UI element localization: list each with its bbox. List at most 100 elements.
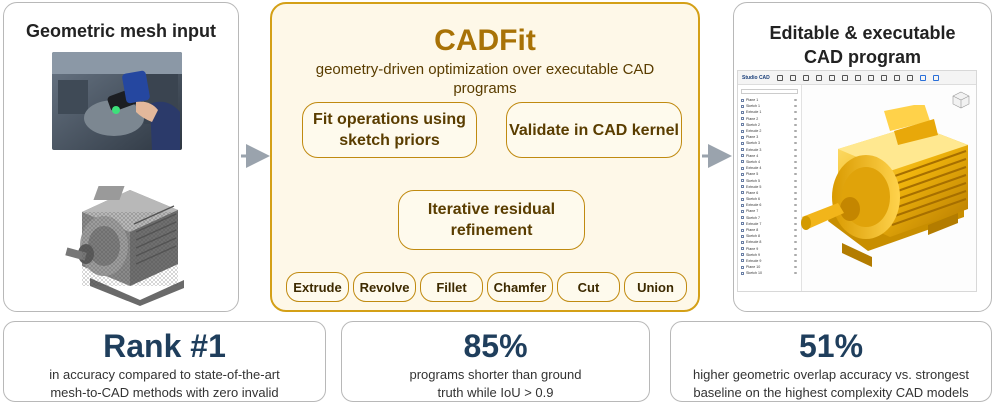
feature-tree-item[interactable]: Plane 8 [738, 227, 801, 233]
feature-tree-label: Sketch 5 [746, 178, 760, 183]
feature-tree-item[interactable]: Plane 7 [738, 208, 801, 214]
feature-tree-item[interactable]: Extrude 7 [738, 221, 801, 227]
toolbar-revolve-icon [854, 74, 861, 81]
feature-tree-item[interactable]: Plane 5 [738, 171, 801, 177]
visibility-eye-icon[interactable] [794, 210, 797, 213]
toolbar-fillet-icon [867, 74, 874, 81]
op-cut: Cut [557, 272, 620, 302]
visibility-eye-icon[interactable] [794, 222, 797, 225]
motor-cad-render [801, 105, 968, 267]
feature-icon [741, 135, 744, 139]
feature-tree-item[interactable]: Plane 10 [738, 264, 801, 270]
visibility-eye-icon[interactable] [794, 253, 797, 256]
feature-icon [741, 148, 744, 152]
body-select [741, 89, 798, 94]
toolbar-file-icon [776, 74, 783, 81]
feature-icon [741, 209, 744, 213]
feature-tree-item[interactable]: Plane 9 [738, 246, 801, 252]
visibility-eye-icon[interactable] [794, 216, 797, 219]
stat-rank-desc: in accuracy compared to state-of-the-art… [49, 367, 280, 405]
feature-tree-item[interactable]: Sketch 2 [738, 122, 801, 128]
feature-tree-item[interactable]: Plane 4 [738, 153, 801, 159]
feature-tree-item[interactable]: Plane 2 [738, 116, 801, 122]
visibility-eye-icon[interactable] [794, 272, 797, 275]
feature-tree-item[interactable]: Extrude 1 [738, 109, 801, 115]
feature-tree-label: Extrude 7 [746, 221, 762, 226]
feature-tree-item[interactable]: Plane 1 [738, 97, 801, 103]
feature-tree-item[interactable]: Sketch 3 [738, 140, 801, 146]
visibility-eye-icon[interactable] [794, 235, 797, 238]
stat-shorter-programs: 85% programs shorter than ground truth w… [341, 321, 650, 402]
visibility-eye-icon[interactable] [794, 191, 797, 194]
feature-icon [741, 222, 744, 226]
feature-tree-item[interactable]: Sketch 9 [738, 252, 801, 258]
scanner-photo [52, 52, 182, 150]
input-panel-title: Geometric mesh input [25, 21, 217, 41]
visibility-eye-icon[interactable] [794, 105, 797, 108]
visibility-eye-icon[interactable] [794, 241, 797, 244]
toolbar-undo-icon [802, 74, 809, 81]
visibility-eye-icon[interactable] [794, 179, 797, 182]
toolbar-save-icon [789, 74, 796, 81]
feature-icon [741, 185, 744, 189]
feature-tree-item[interactable]: Sketch 7 [738, 215, 801, 221]
visibility-eye-icon[interactable] [794, 160, 797, 163]
output-panel-title: Editable & executable CAD program [769, 23, 956, 67]
toolbar-settings-icon [932, 74, 939, 81]
visibility-eye-icon[interactable] [794, 247, 797, 250]
feature-tree-label: Plane 1 [746, 98, 759, 103]
visibility-eye-icon[interactable] [794, 266, 797, 269]
feature-tree-label: Extrude 2 [746, 129, 762, 134]
visibility-eye-icon[interactable] [794, 111, 797, 114]
feature-tree-item[interactable]: Extrude 9 [738, 258, 801, 264]
feature-tree-label: Extrude 9 [746, 258, 762, 263]
visibility-eye-icon[interactable] [794, 259, 797, 262]
feature-icon [741, 265, 744, 269]
step-fit-operations: Fit operations using sketch priors [302, 102, 477, 158]
feature-tree-item[interactable]: Sketch 8 [738, 233, 801, 239]
feature-tree-item[interactable]: Extrude 4 [738, 165, 801, 171]
feature-tree-item[interactable]: Extrude 8 [738, 239, 801, 245]
visibility-eye-icon[interactable] [794, 123, 797, 126]
visibility-eye-icon[interactable] [794, 229, 797, 232]
op-extrude: Extrude [286, 272, 349, 302]
feature-tree-item[interactable]: Sketch 1 [738, 103, 801, 109]
toolbar-sketch-icon [828, 74, 835, 81]
stat-overlap-accuracy: 51% higher geometric overlap accuracy vs… [670, 321, 992, 402]
feature-tree-item[interactable]: Plane 3 [738, 134, 801, 140]
visibility-eye-icon[interactable] [794, 136, 797, 139]
feature-tree-item[interactable]: Sketch 4 [738, 159, 801, 165]
visibility-eye-icon[interactable] [794, 154, 797, 157]
feature-icon [741, 179, 744, 183]
stat-overlap-value: 51% [798, 328, 864, 364]
visibility-eye-icon[interactable] [794, 173, 797, 176]
feature-tree-item[interactable]: Sketch 5 [738, 177, 801, 183]
feature-tree-item[interactable]: Extrude 3 [738, 147, 801, 153]
feature-tree-label: Plane 8 [746, 228, 759, 233]
visibility-eye-icon[interactable] [794, 117, 797, 120]
feature-tree-item[interactable]: Plane 6 [738, 190, 801, 196]
feature-tree-item[interactable]: Sketch 6 [738, 196, 801, 202]
feature-tree-item[interactable]: Sketch 10 [738, 270, 801, 276]
visibility-eye-icon[interactable] [794, 130, 797, 133]
visibility-eye-icon[interactable] [794, 204, 797, 207]
feature-tree-label: Extrude 1 [746, 110, 762, 115]
visibility-eye-icon[interactable] [794, 99, 797, 102]
op-union: Union [624, 272, 687, 302]
visibility-eye-icon[interactable] [794, 198, 797, 201]
toolbar-chamfer-icon [880, 74, 887, 81]
feature-tree-item[interactable]: Extrude 6 [738, 202, 801, 208]
visibility-eye-icon[interactable] [794, 185, 797, 188]
feature-tree-item[interactable]: Extrude 5 [738, 184, 801, 190]
stat-shorter-value: 85% [463, 328, 528, 364]
feature-icon [741, 271, 744, 275]
motor-mesh-model [60, 182, 190, 307]
stat-rank: Rank #1 in accuracy compared to state-of… [3, 321, 326, 405]
visibility-eye-icon[interactable] [794, 148, 797, 151]
visibility-eye-icon[interactable] [794, 142, 797, 145]
feature-tree-label: Plane 7 [746, 209, 759, 214]
visibility-eye-icon[interactable] [794, 167, 797, 170]
feature-tree-item[interactable]: Extrude 2 [738, 128, 801, 134]
